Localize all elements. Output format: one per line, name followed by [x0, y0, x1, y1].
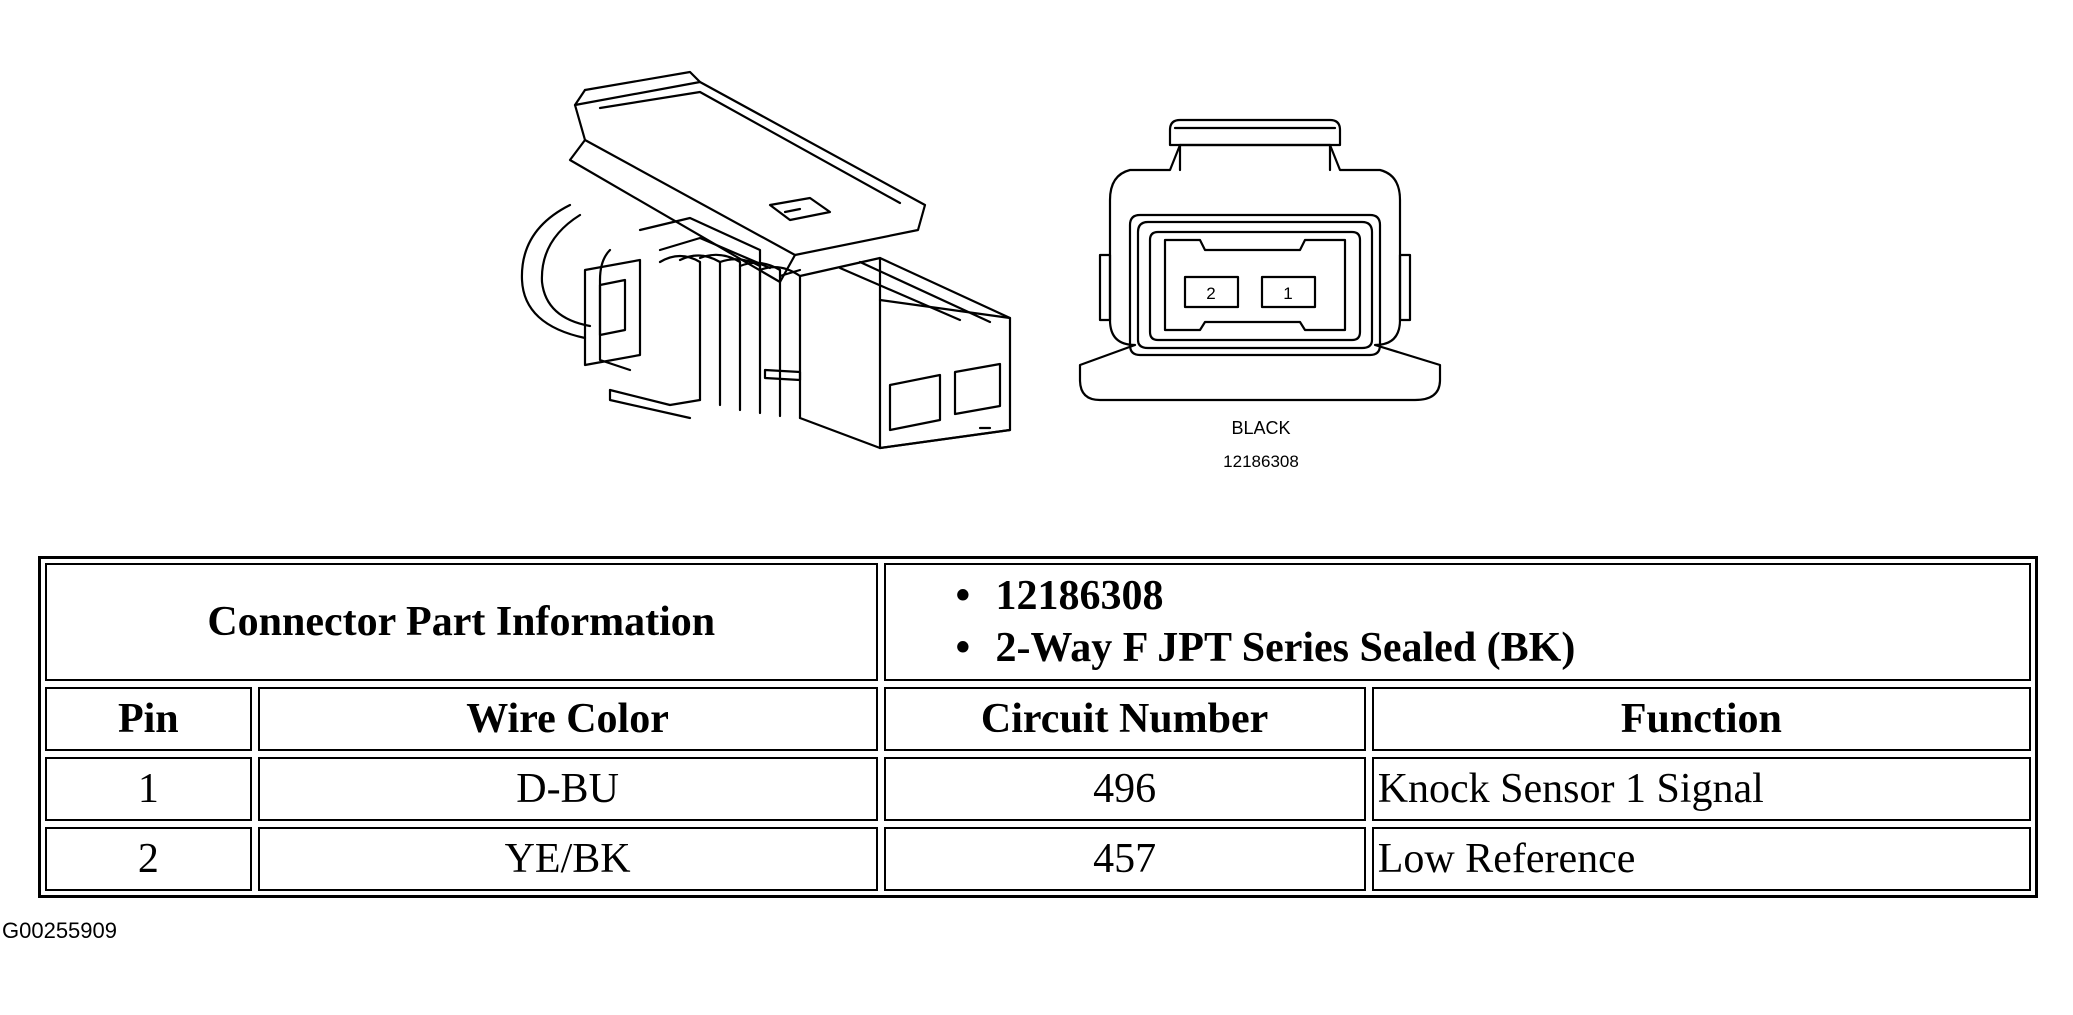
circuit-number-cell: 496	[883, 756, 1366, 821]
connector-part-label: 12186308	[1223, 452, 1299, 471]
part-info-header: Connector Part Information	[45, 563, 878, 681]
table-row: 1 D-BU 496 Knock Sensor 1 Signal	[45, 756, 2031, 821]
part-info-item: 2-Way F JPT Series Sealed (BK)	[956, 622, 2025, 674]
connector-isometric-drawing	[520, 70, 1012, 450]
column-header-function: Function	[1371, 686, 2031, 751]
pin-label-1: 1	[1283, 284, 1292, 303]
pin-cell: 1	[45, 756, 252, 821]
column-header-wire-color: Wire Color	[257, 686, 878, 751]
connector-color-label: BLACK	[1231, 418, 1291, 438]
pin-cell: 2	[45, 826, 252, 891]
circuit-number-cell: 457	[883, 826, 1366, 891]
function-cell: Low Reference	[1371, 826, 2031, 891]
pin-label-2: 2	[1206, 284, 1215, 303]
connector-table: Connector Part Information 12186308 2-Wa…	[38, 556, 2038, 898]
wire-color-cell: YE/BK	[257, 826, 878, 891]
part-info-item: 12186308	[956, 570, 2025, 622]
column-header-pin: Pin	[45, 686, 252, 751]
connector-face-view	[1078, 118, 1442, 402]
part-info-list: 12186308 2-Way F JPT Series Sealed (BK)	[883, 563, 2031, 681]
column-header-circuit-number: Circuit Number	[883, 686, 1366, 751]
table-row: 2 YE/BK 457 Low Reference	[45, 826, 2031, 891]
figure-id: G00255909	[2, 918, 117, 943]
wire-color-cell: D-BU	[257, 756, 878, 821]
function-cell: Knock Sensor 1 Signal	[1371, 756, 2031, 821]
